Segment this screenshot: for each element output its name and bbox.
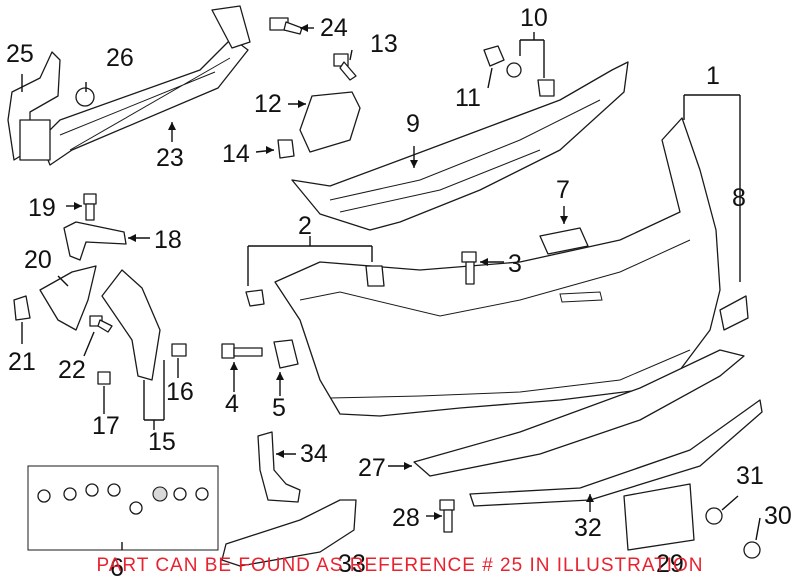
footnote-note: PART CAN BE FOUND AS REFERENCE # 25 IN I… — [96, 555, 704, 576]
callout-22: 22 — [58, 356, 86, 384]
part-bracket-20 — [39, 265, 97, 331]
part-bracket-15 — [101, 269, 161, 381]
part-bumper-stop-5 — [273, 339, 299, 369]
part-bolt-22 — [89, 315, 113, 333]
part-bracket-12 — [299, 91, 361, 153]
callout-13: 13 — [370, 30, 398, 58]
callout-7: 7 — [556, 176, 570, 204]
part-bracket-10 — [506, 62, 555, 97]
callout-23: 23 — [156, 144, 184, 172]
callout-8: 8 — [732, 184, 746, 212]
callout-3: 3 — [508, 250, 522, 278]
callout-17: 17 — [92, 412, 120, 440]
part-bolt-3 — [461, 251, 477, 285]
callout-26: 26 — [106, 44, 134, 72]
part-bolt-16 — [171, 343, 187, 357]
callout-18: 18 — [154, 226, 182, 254]
part-nut-26 — [75, 87, 95, 107]
callout-34: 34 — [300, 440, 328, 468]
part-fastener-30 — [743, 541, 761, 559]
part-bolt-19 — [83, 193, 97, 221]
callout-32: 32 — [574, 514, 602, 542]
callout-31: 31 — [736, 462, 764, 490]
part-nut-11 — [483, 45, 505, 67]
callout-25: 25 — [6, 40, 34, 68]
part-bolt-17 — [97, 371, 111, 385]
callout-5: 5 — [272, 394, 286, 422]
part-diffuser-27 — [413, 349, 745, 477]
part-bolt-24 — [269, 17, 303, 35]
part-clip-21 — [13, 295, 31, 321]
part-reflector-8 — [719, 295, 749, 331]
part-bracket-18 — [63, 221, 127, 261]
callout-4: 4 — [225, 390, 239, 418]
callout-15: 15 — [148, 428, 176, 456]
callout-21: 21 — [8, 348, 36, 376]
part-pad-7 — [539, 227, 589, 255]
callout-16: 16 — [166, 378, 194, 406]
callout-33: 33 — [338, 550, 366, 578]
callout-12: 12 — [254, 90, 282, 118]
part-fastener-31 — [705, 507, 723, 525]
callout-1: 1 — [706, 62, 720, 90]
callout-27: 27 — [358, 454, 386, 482]
part-bracket-25 — [7, 51, 61, 161]
part-trim-strip-32 — [469, 399, 763, 507]
part-bolt-4 — [221, 343, 263, 359]
callout-20: 20 — [24, 246, 52, 274]
callout-28: 28 — [392, 504, 420, 532]
callout-30: 30 — [764, 502, 792, 530]
callout-10: 10 — [520, 4, 548, 32]
part-reinforcement-bar — [39, 5, 251, 166]
part-bolt-13 — [333, 53, 357, 81]
part-hardware-kit — [27, 465, 219, 551]
part-plate-bracket-29 — [623, 483, 695, 551]
callout-9: 9 — [406, 110, 420, 138]
part-bumper-cover — [274, 117, 721, 417]
part-bolt-28 — [439, 499, 455, 533]
callout-labels: 1 2 3 4 5 6 7 8 9 10 11 12 13 14 15 16 1… — [6, 4, 792, 582]
part-clip-14 — [277, 139, 295, 159]
part-bracket-33 — [221, 499, 357, 567]
part-retainers-2 — [245, 265, 385, 307]
arrowheads — [74, 24, 594, 520]
callout-2: 2 — [298, 212, 312, 240]
callout-24: 24 — [320, 14, 348, 42]
callout-14: 14 — [222, 140, 250, 168]
callout-11: 11 — [455, 84, 481, 112]
part-bracket-34 — [257, 431, 301, 503]
callout-19: 19 — [28, 194, 56, 222]
callout-6: 6 — [110, 554, 124, 582]
callout-29: 29 — [656, 550, 684, 578]
